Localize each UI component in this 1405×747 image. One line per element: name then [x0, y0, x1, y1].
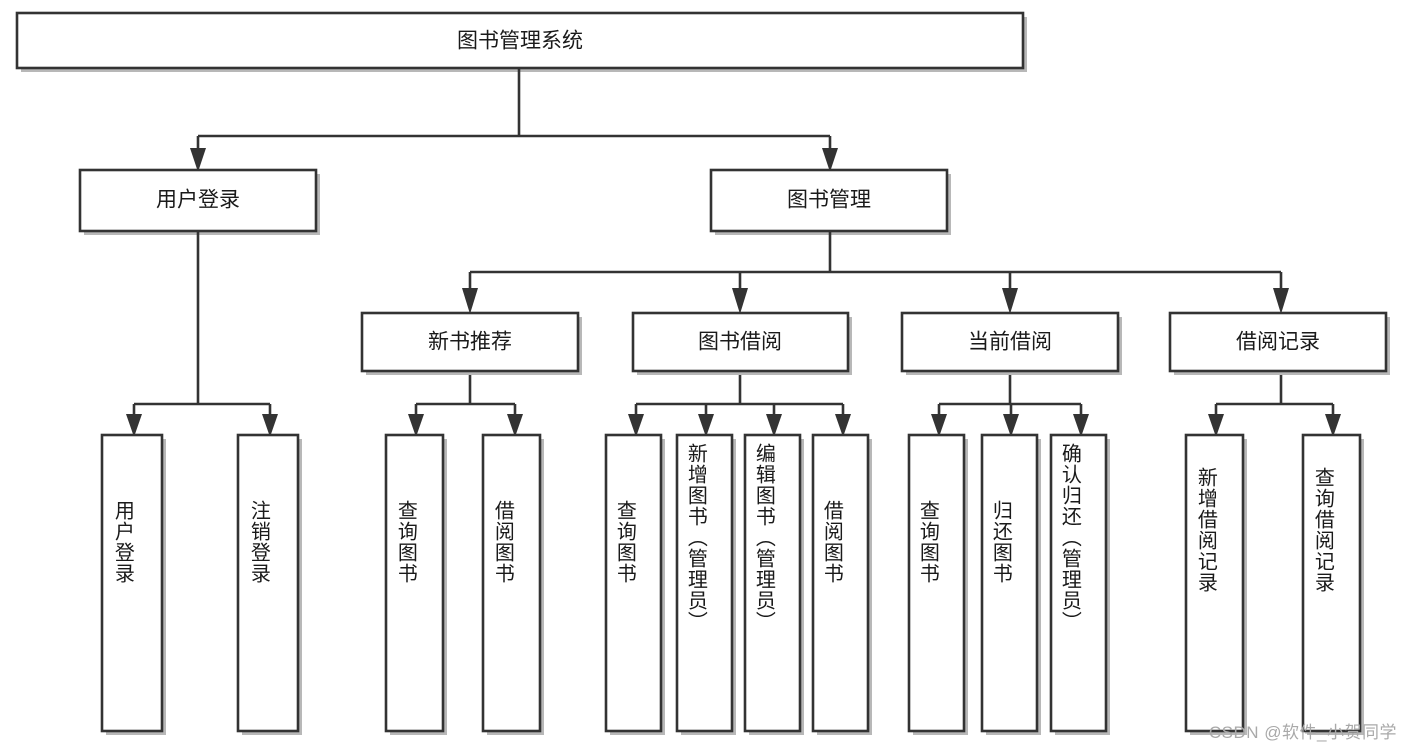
node-leaf-query-record[interactable] [1301, 433, 1362, 733]
label-current-borrow: 当前借阅 [968, 331, 1052, 354]
node-leaf-borrow-book-2[interactable] [811, 433, 870, 733]
node-leaf-return-book[interactable] [980, 433, 1039, 733]
node-leaf-edit-book[interactable] [743, 433, 802, 733]
label-borrow-record: 借阅记录 [1236, 331, 1320, 354]
node-leaf-borrow-book-1[interactable] [481, 433, 542, 733]
node-new-book-recommend[interactable] [360, 311, 580, 373]
node-user-login[interactable] [78, 168, 318, 233]
connector-lines [132, 68, 1335, 420]
node-leaf-user-logout[interactable] [236, 433, 300, 733]
node-book-management[interactable] [709, 168, 949, 233]
label-new-book-recommend: 新书推荐 [428, 331, 512, 354]
label-book-management: 图书管理 [787, 189, 871, 212]
label-user-login: 用户登录 [156, 189, 240, 212]
node-leaf-user-login[interactable] [100, 433, 164, 733]
label-book-borrow: 图书借阅 [698, 331, 782, 354]
arrow-heads [126, 148, 1341, 437]
node-leaf-query-book-2[interactable] [604, 433, 663, 733]
node-root[interactable] [15, 11, 1025, 70]
watermark-credit: CSDN @软件_小贺同学 [1208, 723, 1397, 742]
node-leaf-confirm-return[interactable] [1049, 433, 1108, 733]
node-book-borrow[interactable] [631, 311, 850, 373]
node-leaf-query-book-3[interactable] [907, 433, 966, 733]
label-root: 图书管理系统 [457, 30, 583, 53]
node-current-borrow[interactable] [900, 311, 1120, 373]
node-leaf-add-record[interactable] [1184, 433, 1245, 733]
node-borrow-record[interactable] [1168, 311, 1388, 373]
node-leaf-query-book-1[interactable] [384, 433, 445, 733]
node-leaf-add-book[interactable] [675, 433, 734, 733]
